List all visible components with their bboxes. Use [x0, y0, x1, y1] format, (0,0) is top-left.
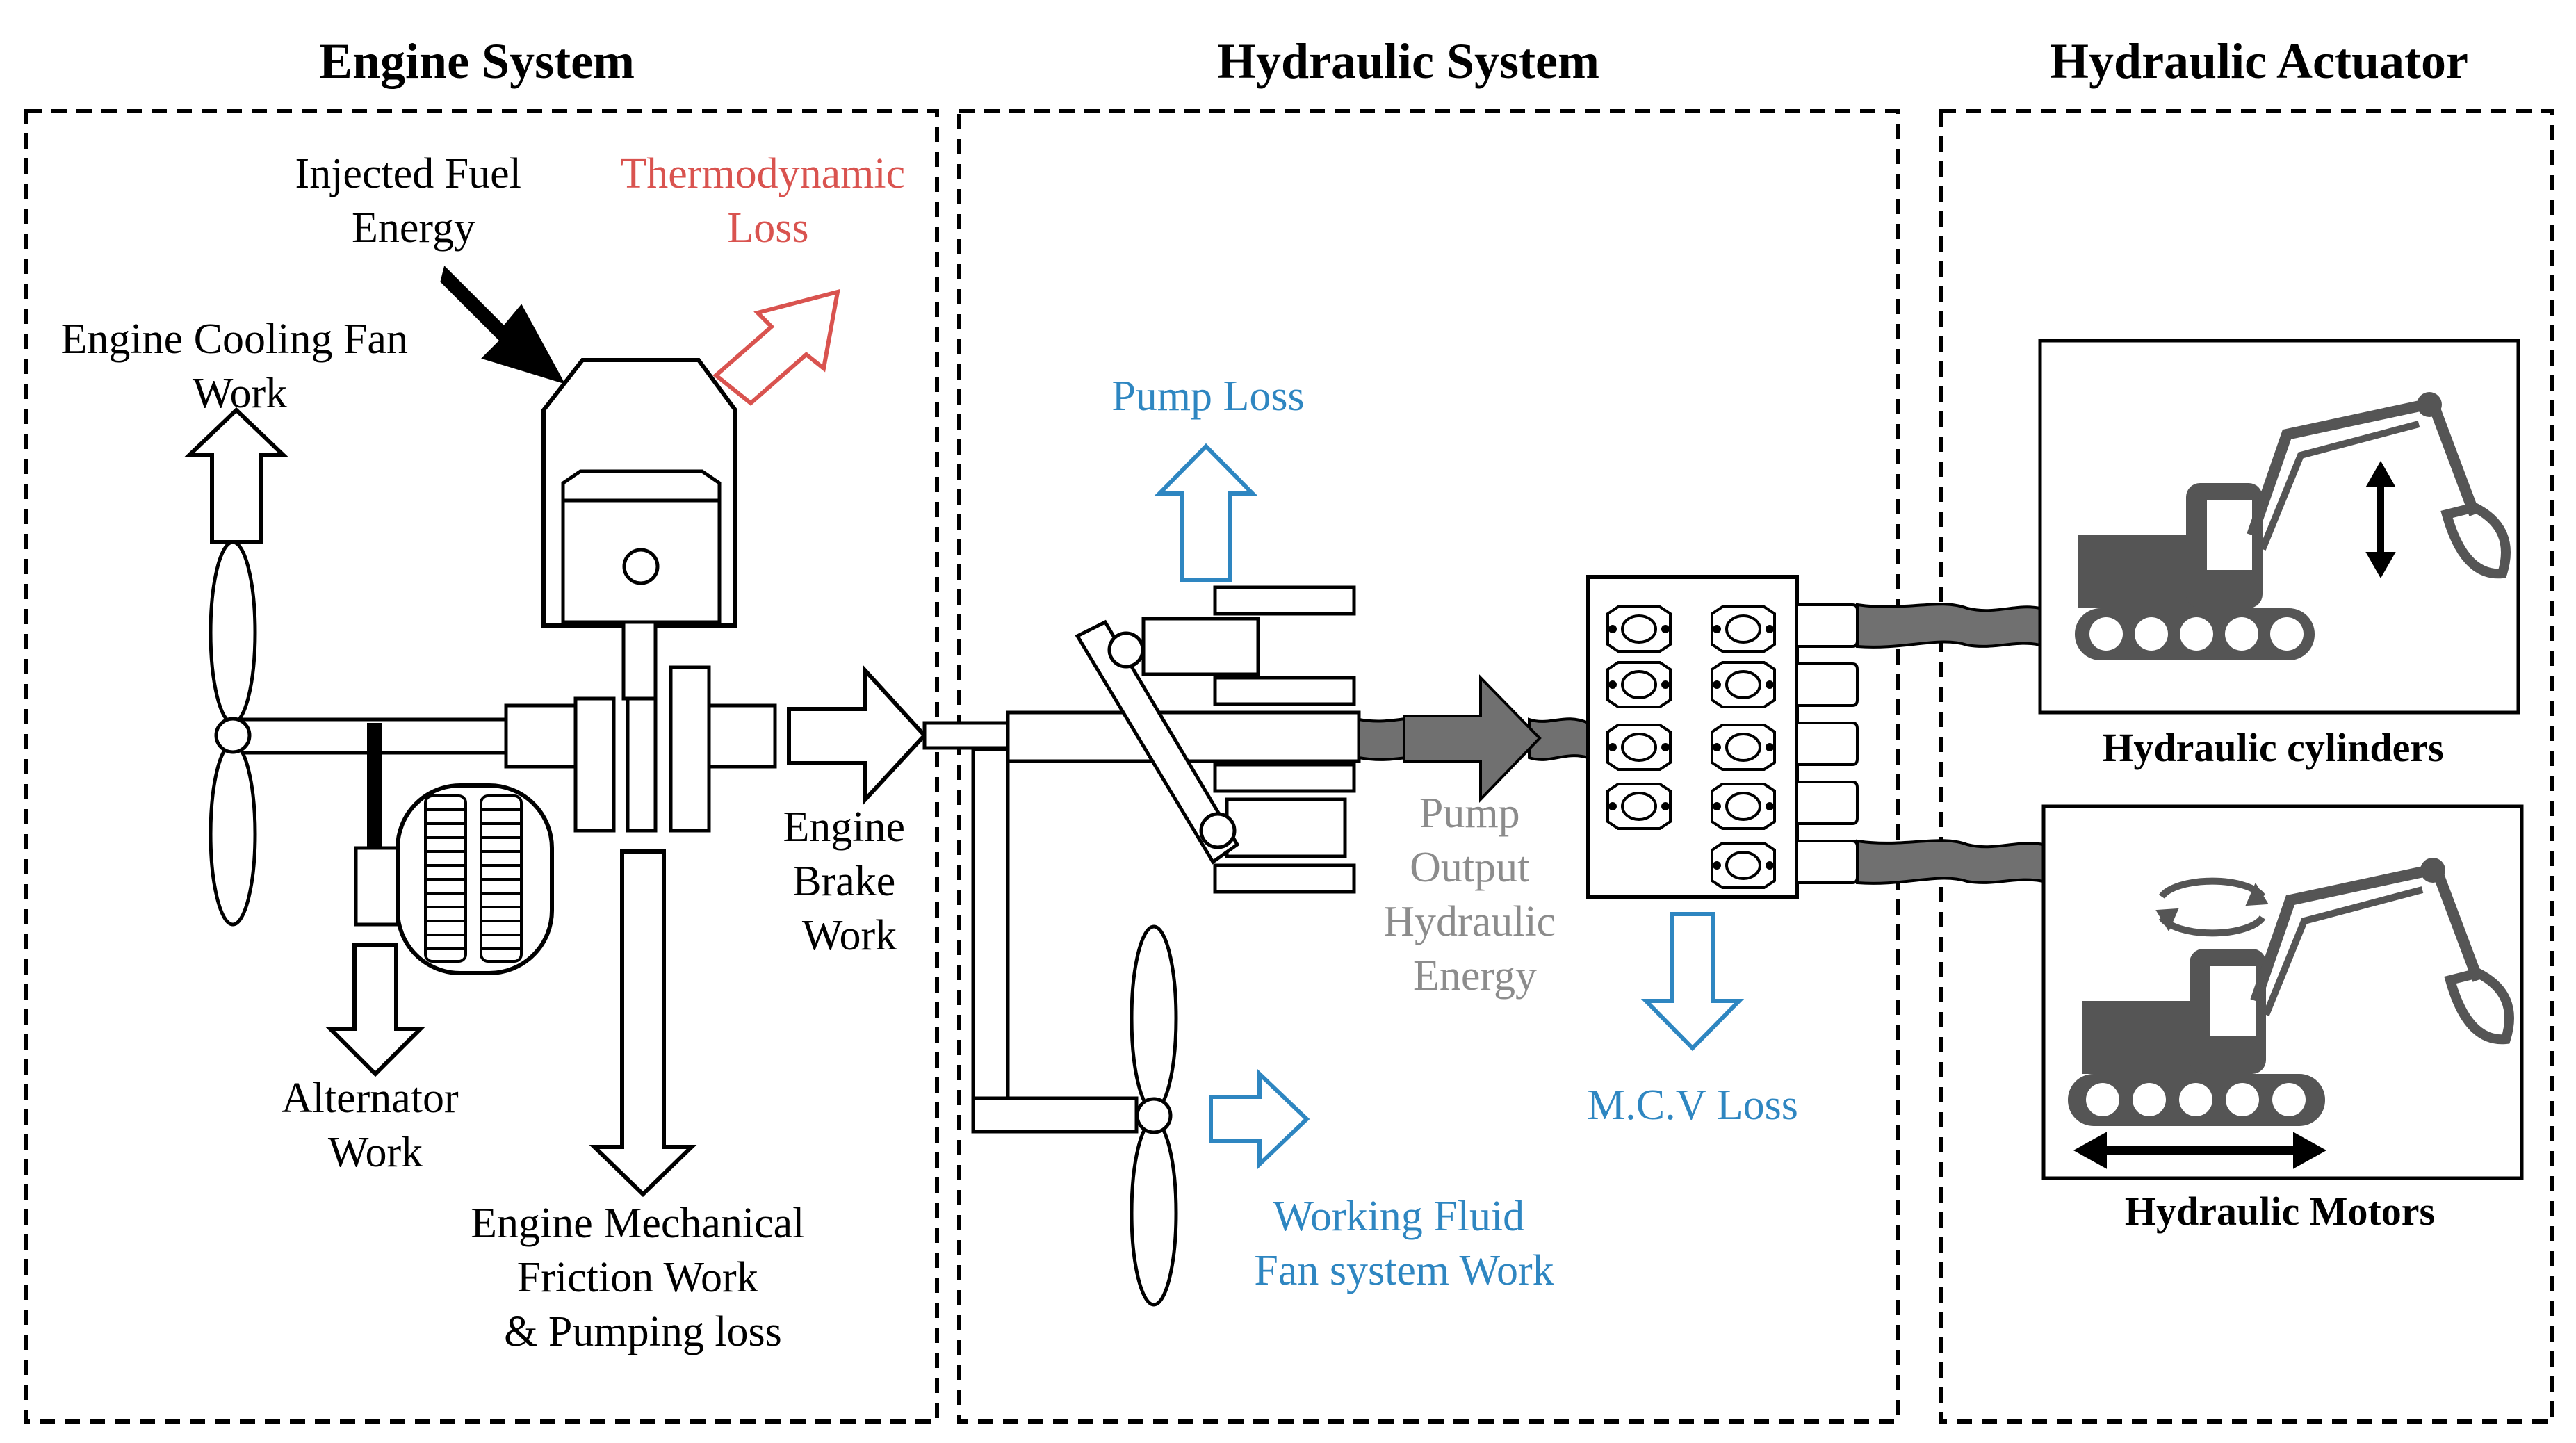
vertical-motion-arrow-icon: [2365, 460, 2396, 579]
coupling-shaft: [922, 721, 1010, 750]
connecting-rod: [621, 620, 658, 701]
fuel-arrow-icon: [440, 266, 566, 384]
crank-web-1: [573, 696, 616, 833]
cooling-fan-blade-bottom: [209, 742, 257, 927]
hydraulic-actuator-box: [1939, 109, 2554, 1424]
hydraulic-pump: [1075, 585, 1356, 894]
pump-loss-label: Pump Loss: [1111, 373, 1304, 420]
cooling-fan-work-arrow-icon: [184, 407, 289, 544]
piston-pin: [622, 548, 660, 585]
alternator-pulley: [354, 846, 400, 927]
fluid-fan-hub: [1135, 1097, 1173, 1134]
crank-web-2: [626, 696, 658, 833]
pump-output-label: Pump Output Hydraulic Energy: [1383, 790, 1566, 1000]
cooling-fan-blade-top: [209, 540, 257, 725]
brake-work-arrow-icon: [787, 665, 928, 805]
hydraulic-motors-label: Hydraulic Motors: [2125, 1189, 2435, 1234]
alternator-work-arrow-icon: [325, 943, 426, 1077]
cylinder-hose: [1856, 603, 2041, 649]
horizontal-motion-arrow-icon: [2073, 1132, 2327, 1169]
mcv-loss-label: M.C.V Loss: [1587, 1082, 1798, 1129]
rotation-arrow-icon: [2155, 877, 2269, 937]
injected-fuel-label: Injected Fuel Energy: [295, 150, 532, 252]
friction-label: Engine Mechanical Friction Work & Pumpin…: [471, 1200, 815, 1355]
hydraulic-system-title: Hydraulic System: [1217, 33, 1599, 89]
thermodynamic-loss-label: Thermodynamic Loss: [620, 150, 915, 252]
thermodynamic-loss-arrow-icon: [712, 288, 840, 406]
output-shaft: [707, 703, 777, 769]
cooling-fan-label: Engine Cooling Fan Work: [61, 316, 419, 417]
cooling-fan-hub: [214, 717, 252, 754]
friction-loss-arrow-icon: [589, 849, 697, 1198]
hydraulic-cylinders-label: Hydraulic cylinders: [2102, 725, 2443, 770]
motor-hose: [1856, 839, 2045, 885]
engine-system-title: Engine System: [319, 33, 635, 89]
mcv-loss-arrow-icon: [1640, 912, 1745, 1052]
hydraulic-system-box: [957, 109, 1900, 1424]
alternator-label: Alternator Work: [282, 1075, 469, 1176]
crank-hub: [504, 703, 578, 769]
fluid-fan-label: Working Fluid Fan system Work: [1254, 1193, 1554, 1294]
excavator-motors-icon: [2068, 858, 2514, 1126]
excavator-cylinders-icon: [2075, 392, 2511, 660]
brake-work-label: Engine Brake Work: [783, 804, 915, 959]
alternator-body: [396, 783, 554, 975]
fan-drive-vertical: [971, 747, 1010, 1102]
fan-drive-horizontal: [971, 1096, 1139, 1134]
hydraulic-actuator-title: Hydraulic Actuator: [2050, 33, 2468, 89]
fluid-fan-blade-top: [1130, 924, 1178, 1112]
valve-spools: [1606, 605, 1776, 889]
pump-output-arrow-icon: [1403, 674, 1542, 803]
crank-web-3: [669, 665, 711, 833]
pump-loss-arrow-icon: [1154, 443, 1258, 582]
alternator-windings: [424, 794, 523, 963]
valve-ports: [1795, 603, 1859, 884]
fluid-fan-work-arrow-icon: [1209, 1068, 1310, 1170]
piston: [561, 469, 722, 503]
engine-system-box: [24, 109, 939, 1424]
fluid-fan-blade-bottom: [1130, 1119, 1178, 1307]
